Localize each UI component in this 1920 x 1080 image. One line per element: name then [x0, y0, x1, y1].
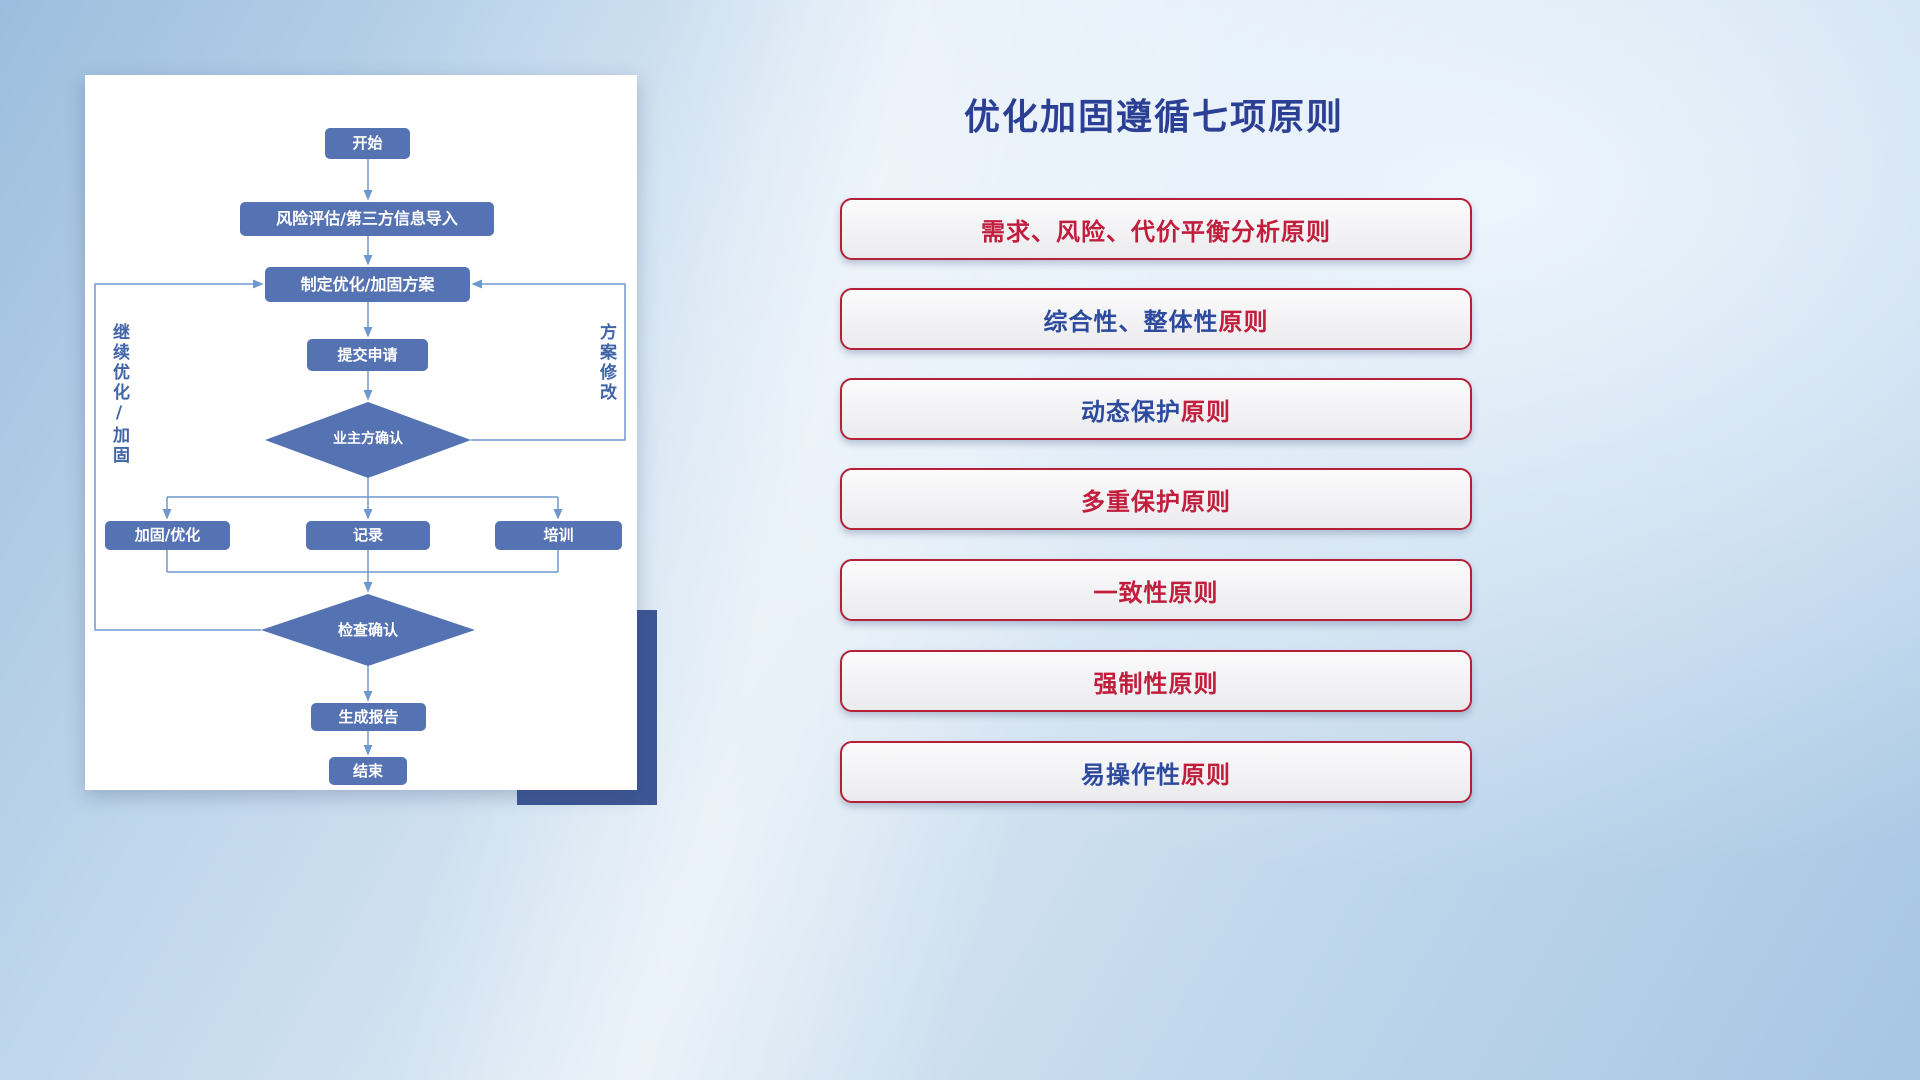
flowchart-card: 开始 风险评估/第三方信息导入 制定优化/加固方案 提交申请 业主方确认 加固/… [85, 75, 637, 790]
principle-6-red-text: 强制性原则 [1093, 669, 1219, 698]
principle-5-red-text: 一致性原则 [1093, 578, 1219, 607]
principle-1-red-text: 需求、风险、代价平衡分析原则 [981, 217, 1331, 246]
principle-2-blue-text: 综合性、整体性 [1043, 307, 1219, 336]
flow-node-submit: 提交申请 [307, 339, 428, 371]
flow-node-record: 记录 [306, 521, 430, 550]
flow-node-start: 开始 [325, 128, 410, 159]
flow-node-reinforce: 加固/优化 [105, 521, 230, 550]
principle-box-7: 易操作性原则 [840, 741, 1472, 803]
principle-4-red-text: 多重保护原则 [1081, 487, 1231, 516]
flow-node-make-plan: 制定优化/加固方案 [265, 267, 470, 302]
principle-box-6: 强制性原则 [840, 650, 1472, 712]
principle-7-blue-text: 易操作性 [1081, 760, 1181, 789]
flow-node-end: 结束 [329, 757, 407, 785]
flow-node-training: 培训 [495, 521, 622, 550]
principle-box-4: 多重保护原则 [840, 468, 1472, 530]
principle-box-2: 综合性、整体性原则 [840, 288, 1472, 350]
flow-connectors [94, 159, 626, 756]
principle-3-red-text: 原则 [1181, 397, 1231, 426]
loop-label-plan-revision: 方案修改 [596, 323, 616, 403]
principle-box-1: 需求、风险、代价平衡分析原则 [840, 198, 1472, 260]
principle-3-blue-text: 动态保护 [1081, 397, 1181, 426]
loop-label-continue-optimize: 继续优化/加固 [109, 323, 129, 466]
page-title: 优化加固遵循七项原则 [963, 97, 1344, 138]
principle-box-5: 一致性原则 [840, 559, 1472, 621]
flow-node-report: 生成报告 [311, 703, 426, 731]
principle-2-red-text: 原则 [1218, 307, 1269, 336]
flow-node-risk-import: 风险评估/第三方信息导入 [240, 202, 494, 236]
principle-box-3: 动态保护原则 [840, 378, 1472, 440]
principle-7-red-text: 原则 [1181, 760, 1231, 789]
